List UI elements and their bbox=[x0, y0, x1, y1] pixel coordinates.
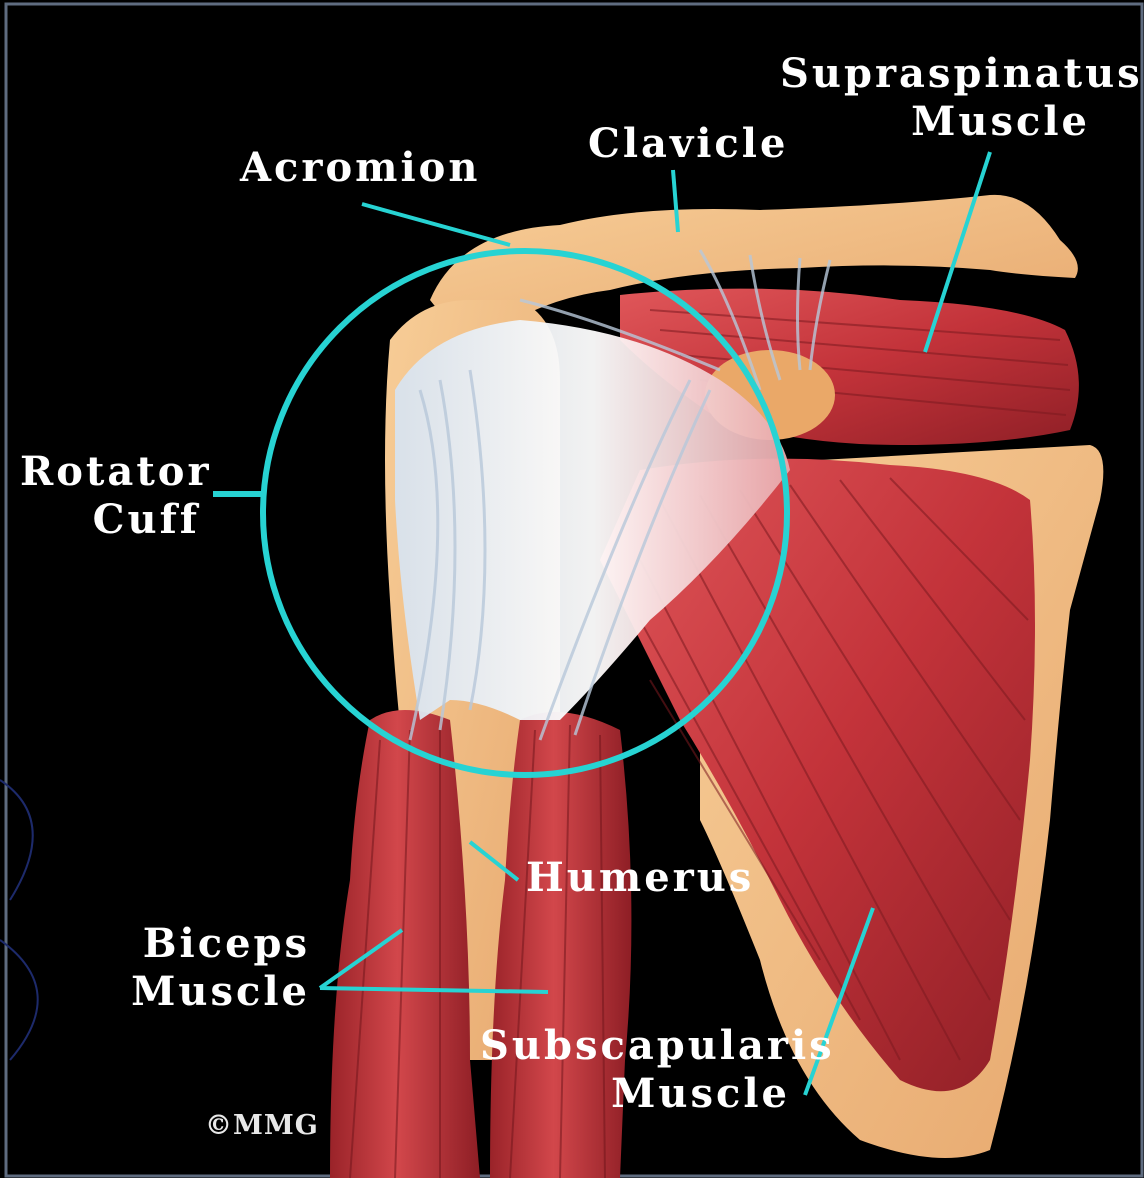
rotator-cuff-label: Rotator Cuff bbox=[20, 448, 200, 544]
supraspinatus-label-line2: Muscle bbox=[780, 98, 1090, 146]
supraspinatus-label-line1: Supraspinatus bbox=[780, 50, 1090, 98]
biceps-label-line2: Muscle bbox=[120, 968, 310, 1016]
biceps-label: Biceps Muscle bbox=[120, 920, 310, 1016]
subscapularis-label-line2: Muscle bbox=[480, 1070, 790, 1118]
copyright-notice: ©MMG bbox=[205, 1110, 319, 1141]
humerus-label: Humerus bbox=[526, 854, 754, 902]
rotator-cuff-label-line1: Rotator bbox=[20, 448, 200, 496]
rotator-cuff-label-line2: Cuff bbox=[20, 496, 200, 544]
clavicle-label: Clavicle bbox=[588, 120, 788, 168]
subscapularis-label-line1: Subscapularis bbox=[480, 1022, 790, 1070]
subscapularis-label: Subscapularis Muscle bbox=[480, 1022, 790, 1118]
acromion-label: Acromion bbox=[240, 144, 480, 192]
biceps-label-line1: Biceps bbox=[120, 920, 310, 968]
supraspinatus-label: Supraspinatus Muscle bbox=[780, 50, 1090, 146]
